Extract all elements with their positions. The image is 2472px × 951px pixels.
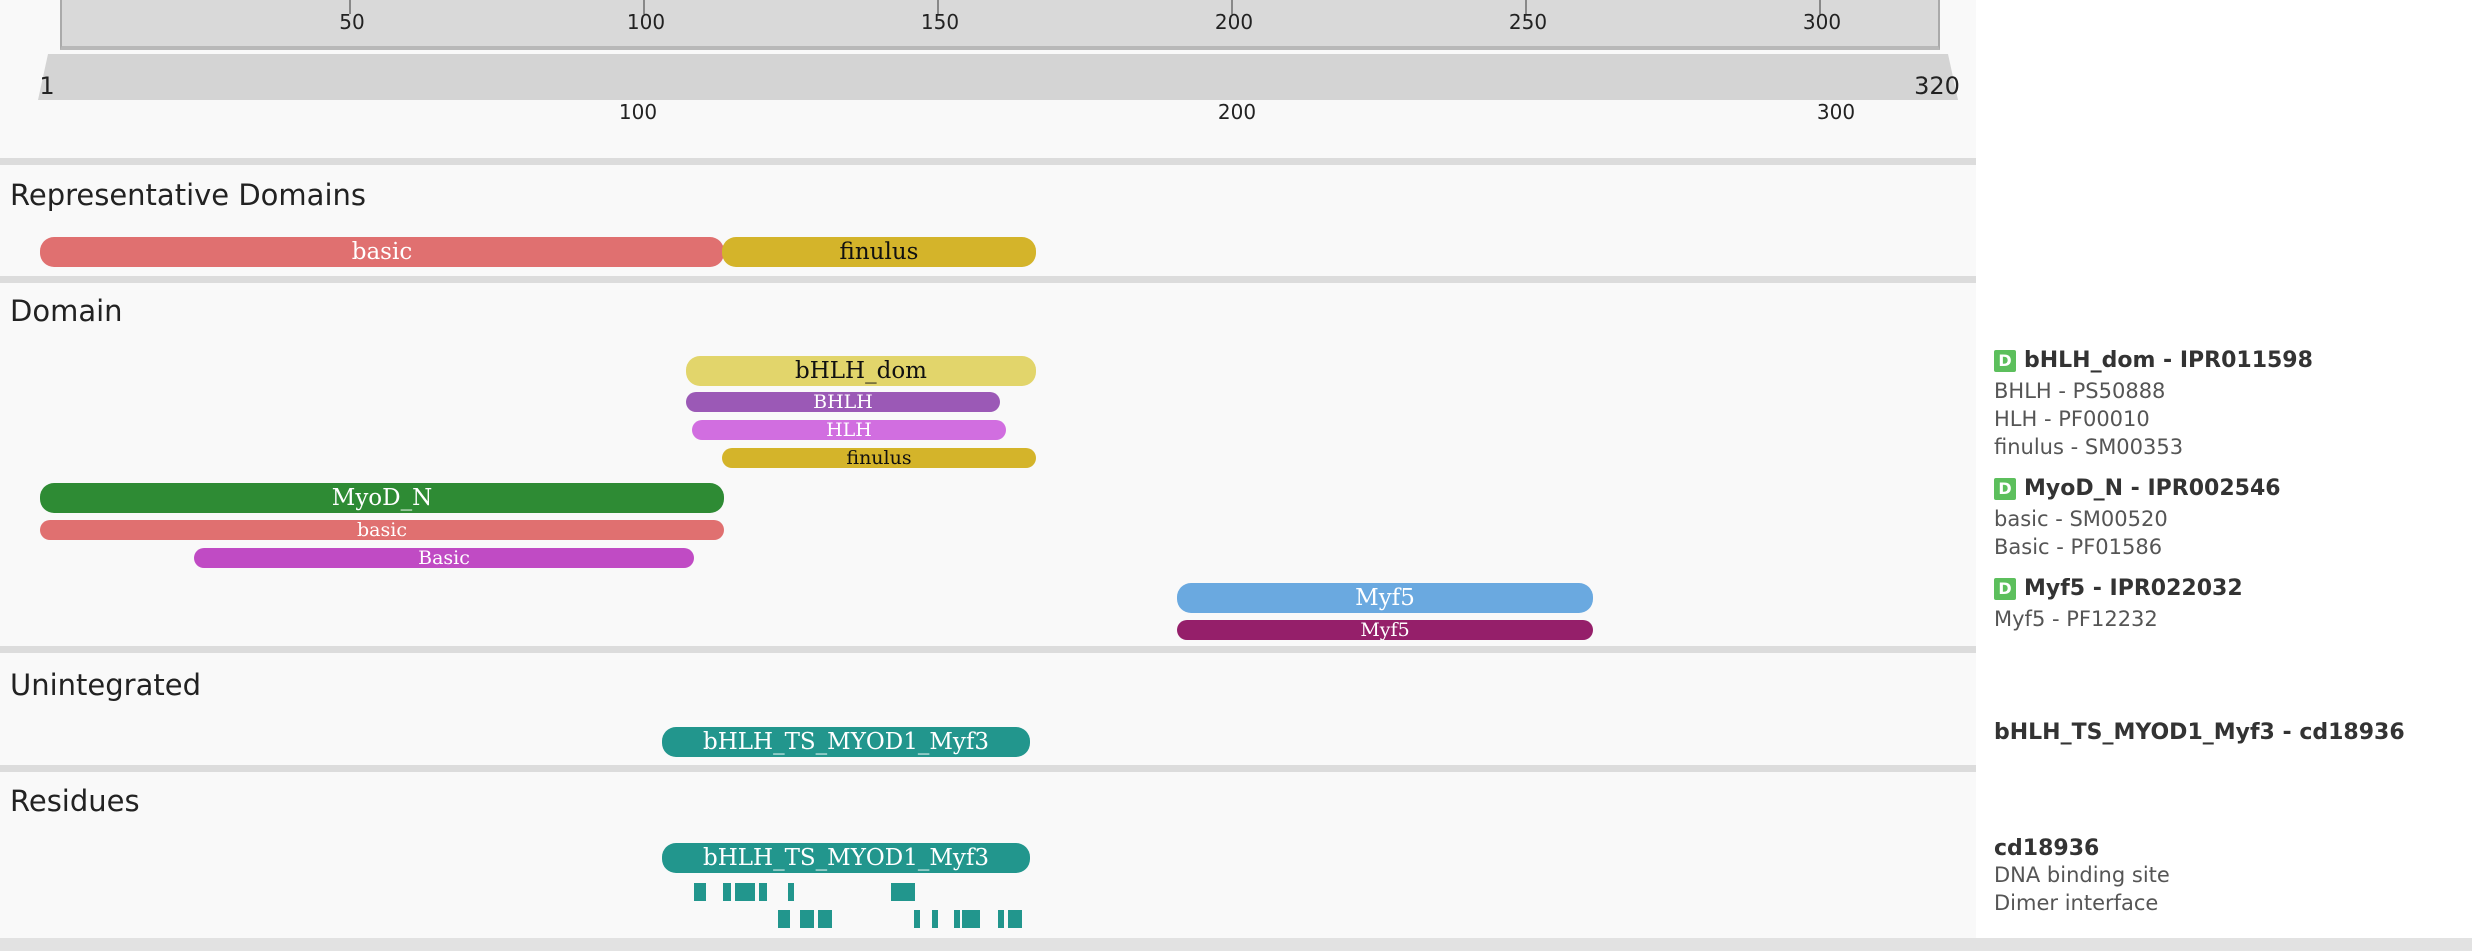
feature-bhlh[interactable]: BHLH [686, 392, 1000, 412]
residue-mark-dna-binding[interactable] [735, 883, 755, 901]
feature-finulus-sm[interactable]: finulus [722, 448, 1036, 468]
ruler-label: 50 [339, 10, 365, 34]
residue-mark-dna-binding[interactable] [788, 883, 794, 901]
residue-mark-dimer-interface[interactable] [932, 910, 938, 928]
residue-mark-dimer-interface[interactable] [1008, 910, 1022, 928]
section-divider [0, 646, 1976, 653]
ruler-tick [1231, 0, 1233, 14]
feature-basic-sm[interactable]: basic [40, 520, 724, 540]
feature-myf5[interactable]: Myf5 [1177, 583, 1593, 613]
domain-badge-icon: D [1994, 349, 2016, 372]
residue-mark-dimer-interface[interactable] [914, 910, 920, 928]
legend-sub-item[interactable]: basic - SM00520 [1994, 507, 2168, 531]
residue-mark-dimer-interface[interactable] [998, 910, 1004, 928]
feature-finulus[interactable]: finulus [722, 237, 1036, 267]
legend-entry-myf5: D Myf5 - IPR022032 Myf5 - PF12232 [1994, 576, 2243, 631]
residue-mark-dimer-interface[interactable] [954, 910, 960, 928]
section-divider [0, 765, 1976, 772]
legend-link-myod-n[interactable]: MyoD_N - IPR002546 [2024, 476, 2281, 501]
residue-mark-dimer-interface[interactable] [962, 910, 980, 928]
legend-sub-item[interactable]: DNA binding site [1994, 863, 2170, 887]
sequence-end-label: 320 [1914, 72, 1960, 100]
legend-sub-item[interactable]: Myf5 - PF12232 [1994, 607, 2158, 631]
legend-link-bhlh-dom[interactable]: bHLH_dom - IPR011598 [2024, 348, 2313, 373]
feature-basic-pf[interactable]: Basic [194, 548, 694, 568]
feature-myf5-pf[interactable]: Myf5 [1177, 620, 1593, 640]
section-title-residues: Residues [10, 784, 140, 818]
residue-mark-dna-binding[interactable] [759, 883, 767, 901]
ruler-label: 100 [626, 10, 666, 34]
ruler-tick [643, 0, 645, 14]
section-title-representative: Representative Domains [10, 178, 366, 212]
residue-mark-dimer-interface[interactable] [818, 910, 832, 928]
feature-basic[interactable]: basic [40, 237, 724, 267]
legend-entry-residues: cd18936 DNA binding site Dimer interface [1994, 836, 2170, 915]
protein-viewer: 50 100 150 200 250 300 1 320 100 200 300… [0, 0, 1976, 928]
section-divider [0, 276, 1976, 283]
ruler-tick [937, 0, 939, 14]
ruler-tick [1819, 0, 1821, 14]
position-ruler[interactable]: 50 100 150 200 250 300 [60, 0, 1940, 50]
navigator-tick-label: 100 [618, 100, 658, 124]
legend-sub-item[interactable]: Basic - PF01586 [1994, 535, 2163, 559]
legend-sub-item[interactable]: Dimer interface [1994, 891, 2159, 915]
domain-badge-icon: D [1994, 577, 2016, 600]
legend-sub-item[interactable]: BHLH - PS50888 [1994, 379, 2166, 403]
section-divider [0, 158, 1976, 165]
ruler-tick [349, 0, 351, 14]
ruler-label: 250 [1508, 10, 1548, 34]
residue-mark-dimer-interface[interactable] [800, 910, 814, 928]
legend-sub-item[interactable]: HLH - PF00010 [1994, 407, 2150, 431]
legend-sub-item[interactable]: finulus - SM00353 [1994, 435, 2184, 459]
legend-link-cd18936[interactable]: bHLH_TS_MYOD1_Myf3 - cd18936 [1994, 720, 2405, 745]
zoom-navigator[interactable] [38, 54, 1958, 100]
legend-entry-cd18936: bHLH_TS_MYOD1_Myf3 - cd18936 [1994, 720, 2405, 745]
feature-hlh[interactable]: HLH [692, 420, 1006, 440]
feature-myod-n[interactable]: MyoD_N [40, 483, 724, 513]
feature-cd18936-residues[interactable]: bHLH_TS_MYOD1_Myf3 [662, 843, 1030, 873]
residue-mark-dna-binding[interactable] [694, 883, 706, 901]
section-title-domain: Domain [10, 294, 123, 328]
legend-link-myf5[interactable]: Myf5 - IPR022032 [2024, 576, 2243, 601]
residue-mark-dimer-interface[interactable] [778, 910, 790, 928]
navigator-tick-label: 300 [1816, 100, 1856, 124]
ruler-tick [1525, 0, 1527, 14]
ruler-label: 150 [920, 10, 960, 34]
domain-badge-icon: D [1994, 477, 2016, 500]
bottom-scroll-bar [0, 938, 2472, 951]
ruler-label: 300 [1802, 10, 1842, 34]
navigator-tick-label: 200 [1217, 100, 1257, 124]
residue-mark-dna-binding[interactable] [723, 883, 731, 901]
sequence-start-label: 1 [39, 72, 55, 100]
legend-entry-myod-n: D MyoD_N - IPR002546 basic - SM00520 Basi… [1994, 476, 2281, 559]
legend-link-residues[interactable]: cd18936 [1994, 836, 2100, 861]
section-title-unintegrated: Unintegrated [10, 668, 201, 702]
ruler-label: 200 [1214, 10, 1254, 34]
residue-mark-dna-binding[interactable] [891, 883, 915, 901]
feature-cd18936[interactable]: bHLH_TS_MYOD1_Myf3 [662, 727, 1030, 757]
feature-bhlh-dom[interactable]: bHLH_dom [686, 356, 1036, 386]
